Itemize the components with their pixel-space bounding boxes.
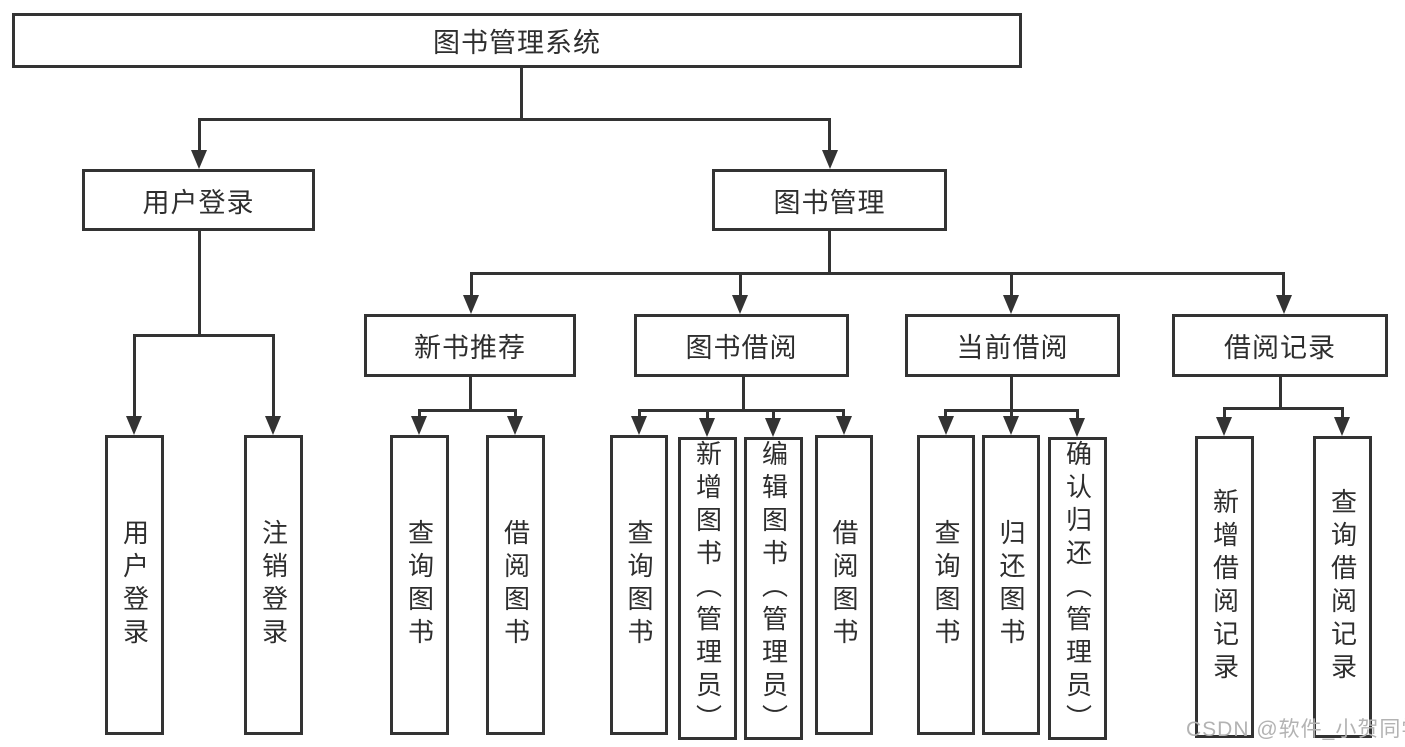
arrowhead (1003, 416, 1019, 435)
leaf-query-books-2: 查询图书 (610, 435, 668, 735)
node-new-book-recommend: 新书推荐 (364, 314, 576, 377)
leaf-return-books: 归还图书 (982, 435, 1040, 735)
node-borrow-records: 借阅记录 (1172, 314, 1388, 377)
arrowhead (1069, 418, 1085, 437)
arrowhead (1216, 417, 1232, 436)
connector-drop (418, 409, 421, 419)
connector-root-stem (520, 68, 523, 121)
arrowhead (1276, 295, 1292, 314)
leaf-borrow-books-1: 借阅图书 (486, 435, 545, 735)
connector-drop (514, 409, 517, 419)
arrowhead (1003, 295, 1019, 314)
connector-drop (772, 409, 775, 421)
leaf-borrow-books-2: 借阅图书 (815, 435, 873, 735)
connector-drop (944, 409, 947, 419)
arrowhead (699, 418, 715, 437)
arrowhead (126, 416, 142, 435)
arrowhead (463, 295, 479, 314)
node-user-login: 用户登录 (82, 169, 315, 231)
connector-stem (1010, 377, 1013, 411)
connector-drop (739, 272, 742, 298)
leaf-confirm-return-admin: 确认归还（管理员） (1048, 437, 1107, 740)
leaf-query-books-1: 查询图书 (390, 435, 449, 735)
leaf-logout: 注销登录 (244, 435, 303, 735)
leaf-add-books-admin: 新增图书（管理员） (678, 437, 737, 740)
connector-drop (1341, 407, 1344, 419)
connector-drop (470, 272, 473, 298)
connector-drop (706, 409, 709, 421)
connector-drop (638, 409, 641, 419)
connector-drop (1010, 409, 1013, 419)
connector-rail (1223, 407, 1344, 410)
node-book-management: 图书管理 (712, 169, 947, 231)
leaf-query-borrow-record: 查询借阅记录 (1313, 436, 1372, 738)
node-current-borrowing: 当前借阅 (905, 314, 1120, 377)
arrowhead (631, 416, 647, 435)
arrowhead (507, 416, 523, 435)
arrowhead (411, 416, 427, 435)
arrowhead (836, 416, 852, 435)
connector-drop (1076, 409, 1079, 421)
connector-stem (469, 377, 472, 411)
arrowhead (822, 150, 838, 169)
connector-drop (1282, 272, 1285, 298)
node-library-system: 图书管理系统 (12, 13, 1022, 68)
leaf-add-borrow-record: 新增借阅记录 (1195, 436, 1254, 738)
node-book-borrowing: 图书借阅 (634, 314, 849, 377)
connector-drop (1010, 272, 1013, 298)
connector-drop (133, 334, 136, 419)
connector-root-rail (198, 118, 831, 121)
connector-drop (828, 118, 831, 152)
connector-rail (418, 409, 517, 412)
leaf-user-login: 用户登录 (105, 435, 164, 735)
connector-rail (470, 272, 1285, 275)
connector-stem (198, 230, 201, 337)
csdn-watermark: CSDN @软件_小贺同学 (1186, 718, 1405, 741)
arrowhead (191, 150, 207, 169)
arrowhead (732, 295, 748, 314)
arrowhead (1334, 417, 1350, 436)
connector-drop (198, 118, 201, 152)
connector-rail (638, 409, 845, 412)
arrowhead (938, 416, 954, 435)
connector-drop (1223, 407, 1226, 419)
leaf-query-books-3: 查询图书 (917, 435, 975, 735)
connector-drop (272, 334, 275, 419)
connector-stem (742, 377, 745, 411)
leaf-edit-books-admin: 编辑图书（管理员） (744, 437, 803, 740)
connector-stem (1279, 377, 1282, 409)
arrowhead (265, 416, 281, 435)
arrowhead (765, 418, 781, 437)
connector-stem (828, 231, 831, 275)
connector-drop (842, 409, 845, 419)
connector-rail (133, 334, 275, 337)
